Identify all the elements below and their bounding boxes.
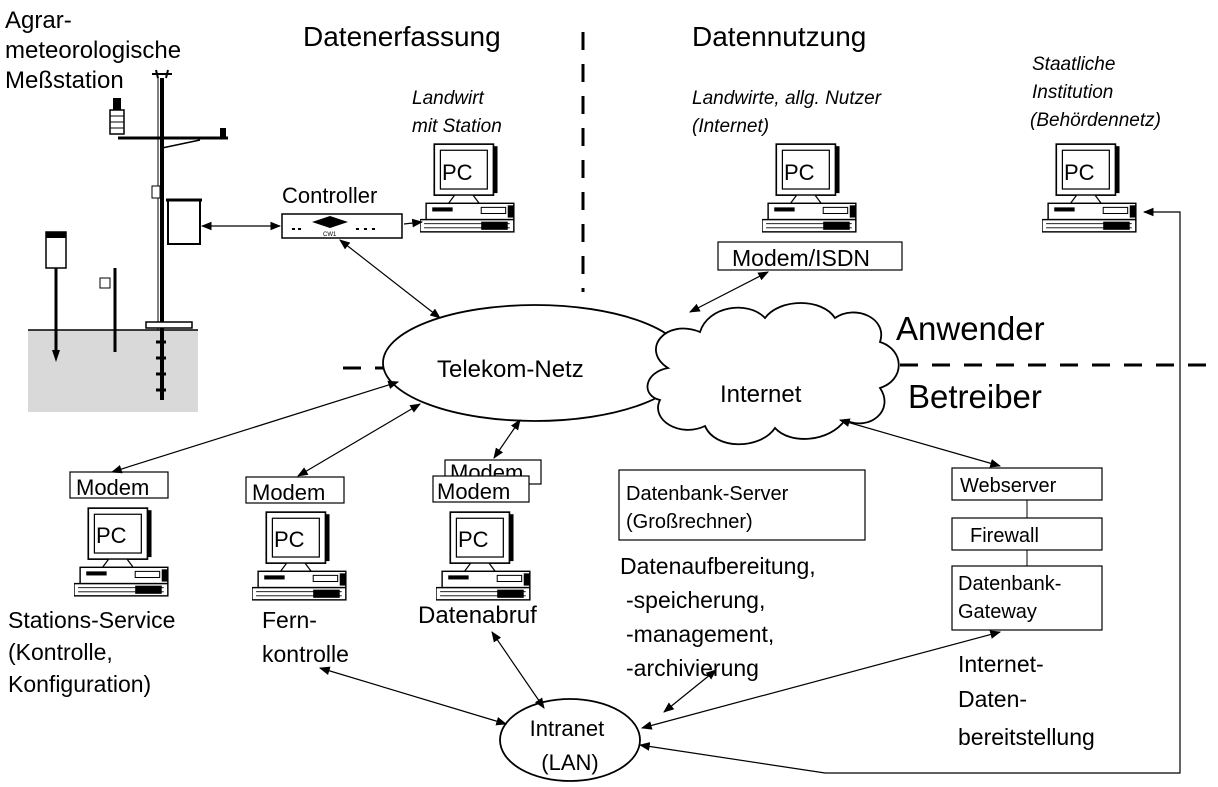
arrow-controller-telekom [339,239,441,319]
pc-service: PC [74,507,169,597]
arrow-fern-intranet [318,666,508,726]
header-datennutzung: Datennutzung [692,21,866,52]
arrow-modemisdn-internet [689,271,769,313]
svg-text:PC: PC [784,160,815,185]
svg-text:Modem: Modem [76,475,149,500]
arrow-abruf-intranet [491,631,545,709]
arrow-controller-landwirt [403,218,424,228]
pc-fern: PC [252,511,347,601]
weather-station-illustration [28,69,228,412]
anwender-label: Anwender [896,310,1045,347]
webserver-label: Webserver [960,475,1057,497]
arrow-fern-telekom [297,403,421,477]
modem-isdn-label: Modem/ISDN [732,245,870,271]
pc-landwirt: PC [420,143,515,233]
institution-label: Staatliche Institution (Behördennetz) [1030,54,1161,131]
fernkontrolle-label: Fern- kontrolle [262,607,349,667]
bereitstellung-label: Internet- Daten- bereitstellung [958,651,1095,750]
pc-abruf: PC [436,511,531,601]
stations-service-label: Stations-Service (Kontrolle, Konfigurati… [8,607,182,697]
arrow-webserver-internet [838,418,1002,468]
header-datenerfassung: Datenerfassung [303,21,501,52]
modem-service: Modem [69,471,169,500]
connection-arrows [110,207,1181,774]
svg-text:Modem: Modem [437,479,510,504]
svg-text:PC: PC [274,527,305,552]
controller-device: CW1 [281,213,403,239]
svg-text:PC: PC [442,160,473,185]
controller-label: Controller [282,183,377,208]
betreiber-label: Betreiber [908,378,1042,415]
arrow-abruf-telekom [493,419,521,459]
users-label: Landwirte, allg. Nutzer (Internet) [692,88,886,137]
telekom-netz-label: Telekom-Netz [437,356,584,383]
internet-cloud [646,302,900,446]
aufbereitung-label: Datenaufbereitung, -speicherung, -manage… [620,553,822,681]
station-label: Agrar- meteorologische Meßstation [5,7,188,94]
arrow-service-telekom [110,380,400,474]
intranet-label: Intranet (LAN) [530,716,611,775]
modem-fern: Modem [245,476,345,505]
svg-text:CW1: CW1 [323,232,337,238]
svg-text:PC: PC [1064,160,1095,185]
pc-users: PC [762,143,857,233]
svg-text:Modem: Modem [252,480,325,505]
modem-abruf: Modem [432,475,530,504]
pc-institution: PC [1042,143,1137,233]
datenabruf-label: Datenabruf [418,602,537,629]
arrow-institution-intranet [638,207,1181,774]
svg-text:PC: PC [96,523,127,548]
firewall-label: Firewall [970,525,1039,547]
landwirt-label: Landwirt mit Station [412,88,502,137]
internet-label: Internet [720,381,802,408]
svg-text:PC: PC [458,527,489,552]
